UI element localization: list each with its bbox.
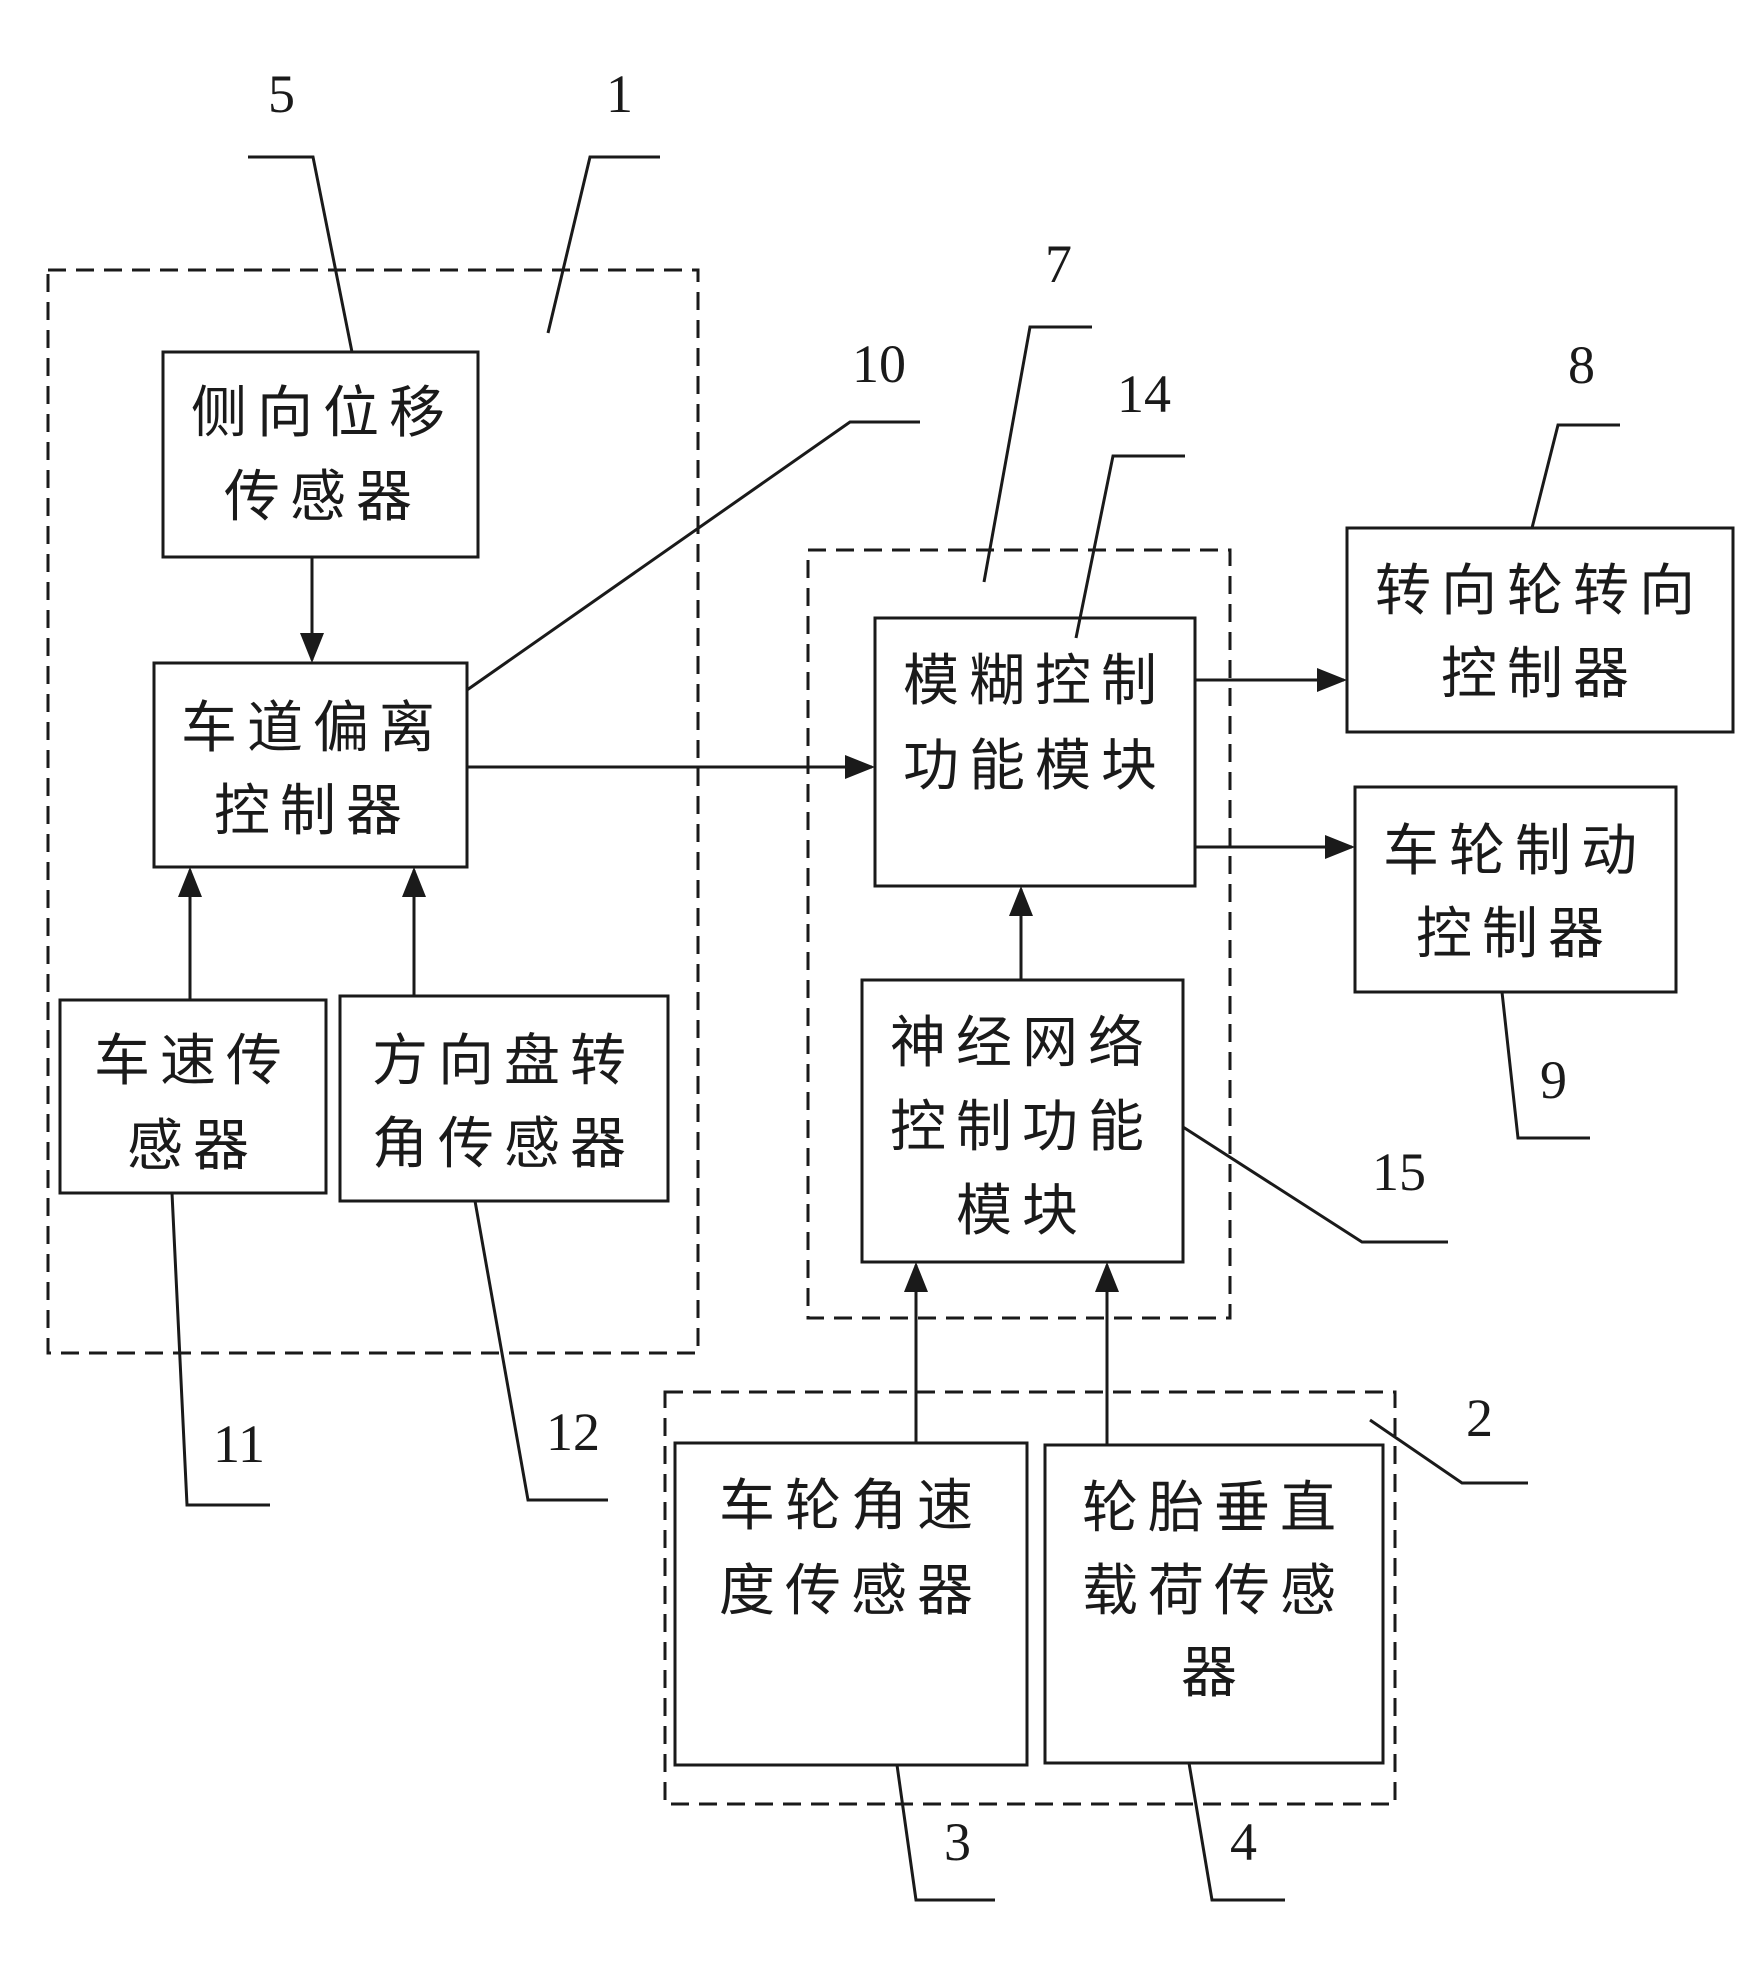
ref-label-8: 8: [1568, 335, 1595, 395]
wheel-angular-speed-sensor-block: 车轮角速 度传感器: [673, 1441, 1029, 1767]
block-line: 控制功能: [890, 1095, 1154, 1160]
block-line: 功能模块: [903, 734, 1167, 799]
steering-wheel-steer-controller-block: 转向轮转向 控制器: [1345, 526, 1735, 734]
neural-network-module-block: 神经网络 控制功能 模块: [860, 978, 1185, 1264]
block-line: 度传感器: [719, 1559, 983, 1624]
leader-line-7: [982, 325, 1092, 583]
block-line: 控制器: [1416, 902, 1614, 967]
leader-line-12: [473, 1200, 608, 1502]
block-line: 方向盘转: [372, 1029, 636, 1094]
leader-line-10: [466, 420, 920, 692]
steering-wheel-angle-sensor-block: 方向盘转 角传感器: [338, 994, 670, 1203]
block-line: 车轮制动: [1383, 819, 1647, 884]
ref-label-1: 1: [606, 64, 633, 124]
ref-label-10: 10: [852, 334, 906, 394]
ref-label-11: 11: [213, 1414, 265, 1474]
group-7-boundary: [806, 548, 1232, 1320]
ref-label-5: 5: [268, 64, 295, 124]
group-1-boundary: [46, 268, 700, 1355]
vehicle-speed-sensor-block: 车速传 感器: [58, 998, 328, 1195]
fuzzy-control-module-block: 模糊控制 功能模块: [873, 616, 1197, 888]
leader-line-5: [248, 155, 354, 353]
block-line: 轮胎垂直: [1082, 1476, 1346, 1541]
lateral-displacement-sensor-block: 侧向位移 传感器: [161, 350, 480, 559]
leader-line-1: [546, 155, 660, 334]
leader-line-2: [1369, 1418, 1528, 1485]
ref-label-9: 9: [1540, 1050, 1567, 1110]
lane-departure-controller-block: 车道偏离 控制器: [152, 661, 469, 869]
ref-label-15: 15: [1372, 1142, 1426, 1202]
ref-label-2: 2: [1466, 1388, 1493, 1448]
block-line: 模糊控制: [903, 649, 1167, 714]
leader-line-14: [1074, 454, 1185, 639]
block-line: 车道偏离: [181, 696, 445, 761]
block-line: 侧向位移: [191, 381, 455, 446]
block-line: 控制器: [1441, 642, 1639, 707]
leader-line-9: [1500, 991, 1590, 1140]
block-line: 器: [1181, 1641, 1247, 1706]
block-line: 角传感器: [372, 1112, 636, 1177]
block-line: 载荷传感: [1082, 1559, 1346, 1624]
block-line: 控制器: [214, 779, 412, 844]
ref-label-3: 3: [944, 1812, 971, 1872]
block-line: 模块: [956, 1179, 1088, 1244]
leader-line-11: [170, 1192, 270, 1507]
ref-label-4: 4: [1230, 1812, 1257, 1872]
wheel-brake-controller-block: 车轮制动 控制器: [1353, 785, 1678, 994]
leader-line-3: [895, 1764, 995, 1902]
group-2-boundary: [663, 1390, 1397, 1806]
block-line: 车轮角速: [719, 1474, 983, 1539]
ref-label-12: 12: [546, 1402, 600, 1462]
block-line: 感器: [127, 1114, 259, 1179]
block-line: 传感器: [224, 465, 422, 530]
leader-line-15: [1182, 1125, 1448, 1244]
leader-line-8: [1530, 423, 1620, 529]
block-line: 转向轮转向: [1375, 559, 1705, 624]
block-line: 神经网络: [890, 1011, 1154, 1076]
ref-label-7: 7: [1045, 234, 1072, 294]
tire-vertical-load-sensor-block: 轮胎垂直 载荷传感 器: [1043, 1443, 1385, 1765]
leader-line-4: [1187, 1762, 1285, 1902]
ref-label-14: 14: [1117, 364, 1171, 424]
block-line: 车速传: [94, 1029, 292, 1094]
